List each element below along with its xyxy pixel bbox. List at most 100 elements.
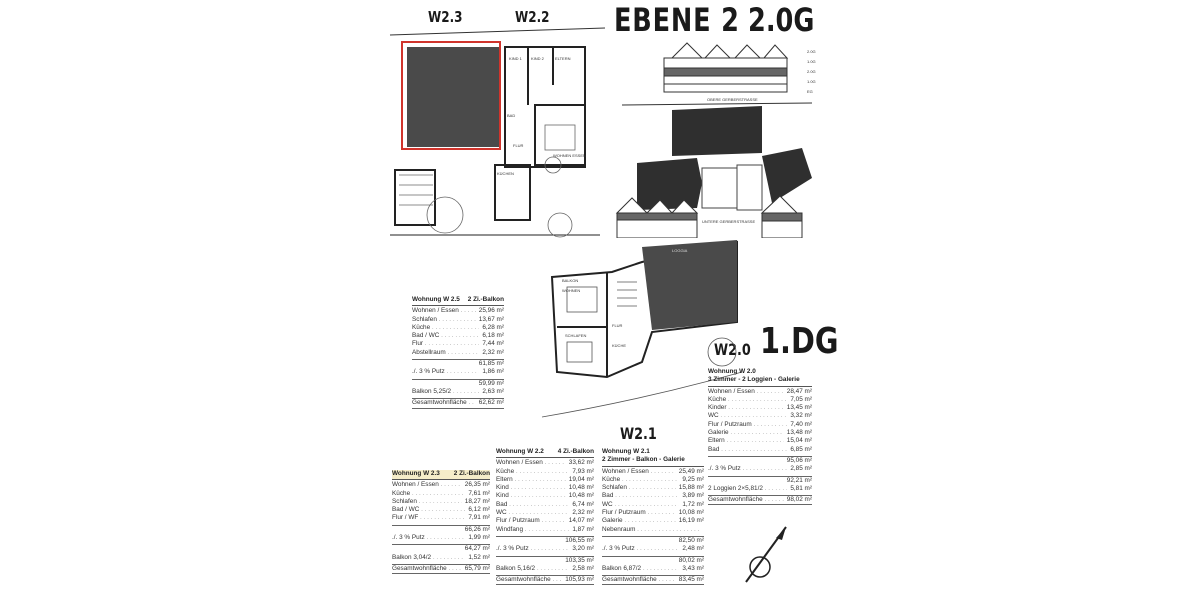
row-label: Flur [412, 340, 479, 348]
row-value: 14,07 m² [568, 517, 594, 525]
row-label: WC [602, 501, 679, 509]
subtotal: 95,06 m² [786, 456, 812, 464]
row-value: 62,62 m² [478, 399, 504, 407]
table-row: Wohnen / Essen28,47 m² [708, 388, 812, 396]
divider [602, 535, 704, 537]
row-value: 7,05 m² [790, 395, 812, 403]
subtotal: 66,26 m² [464, 525, 490, 533]
row-label: Bad [708, 446, 787, 454]
table-row: Flur7,44 m² [412, 340, 504, 348]
table-row: Bad / WC6,12 m² [392, 506, 490, 514]
table-row: Eltern15,04 m² [708, 437, 812, 445]
row-value: 7,44 m² [482, 340, 504, 348]
plan-label-bad: BAD [507, 113, 515, 118]
row-label: WC [708, 412, 787, 420]
table-row: Nebenraum [602, 526, 704, 534]
balkon-row: Balkon 5,25/22,63 m² [412, 388, 504, 396]
table-row: Wohnen / Essen25,49 m² [602, 468, 704, 476]
row-value: 3,20 m² [572, 545, 594, 553]
putz-deduction-row: ./. 3 % Putz1,86 m² [412, 368, 504, 376]
row-value: 1,72 m² [682, 500, 704, 508]
plan-label-balkon: BALKON [562, 278, 578, 283]
row-value: 10,08 m² [678, 509, 704, 517]
floor-plan-upper: KIND 1 KIND 2 ELTERN BAD FLUR WOHNEN ESS… [389, 27, 606, 238]
table-title: Wohnung W 2.1 [602, 448, 650, 455]
row-label: Küche [496, 468, 569, 476]
row-value: 1,52 m² [468, 553, 490, 561]
balkon-row: Balkon 3,04/21,52 m² [392, 554, 490, 562]
level-title: EBENE 2 [614, 1, 740, 39]
table-row: Schlafen15,88 m² [602, 484, 704, 492]
divider [496, 555, 594, 557]
row-value: 2,32 m² [482, 348, 504, 356]
row-value: 65,79 m² [464, 564, 490, 572]
table-title: Wohnung W 2.0 [708, 368, 756, 375]
row-label: Eltern [496, 476, 566, 484]
subtotal-after-putz: 103,35 m² [565, 556, 594, 564]
table-title: Wohnung W 2.5 [412, 296, 460, 303]
table-row: Wohnen / Essen26,35 m² [392, 481, 490, 489]
row-value: 2,85 m² [790, 465, 812, 473]
total-row: Gesamtwohnfläche98,02 m² [708, 495, 812, 506]
row-label: Schlafen [392, 498, 462, 506]
total-row: Gesamtwohnfläche105,93 m² [496, 575, 594, 586]
row-value: 6,85 m² [790, 445, 812, 453]
table-row: Wohnen / Essen25,96 m² [412, 307, 504, 315]
plan-label-kind1: KIND 1 [509, 56, 523, 61]
divider [708, 455, 812, 457]
row-value: 3,43 m² [682, 564, 704, 572]
row-label: Schlafen [602, 484, 676, 492]
row-label: Windfang [496, 526, 569, 534]
plan-label-kueche: KÜCHE [612, 343, 626, 348]
table-title: Wohnung W 2.3 [392, 470, 440, 477]
table-row: Flur / Putzraum10,08 m² [602, 509, 704, 517]
total-row: Gesamtwohnfläche83,45 m² [602, 575, 704, 586]
row-label: Schlafen [412, 316, 476, 324]
plan-label-wohnen-essen: WOHNEN ESSEN [553, 153, 586, 158]
table-row: Flur / WF7,91 m² [392, 514, 490, 522]
table-row: Bad6,74 m² [496, 501, 594, 509]
row-label: Küche [602, 476, 679, 484]
level-mark: EG [807, 89, 813, 94]
row-value: 16,19 m² [678, 517, 704, 525]
row-label: Wohnen / Essen [392, 481, 462, 489]
row-label: Bad / WC [392, 506, 465, 514]
table-row: WC3,32 m² [708, 412, 812, 420]
street-bottom: UNTERE GERBERSTRASSE [702, 219, 755, 224]
table-apartment-type: 2 Zimmer - Balkon - Galerie [602, 456, 685, 464]
row-value: 19,04 m² [568, 475, 594, 483]
row-value: 13,45 m² [786, 404, 812, 412]
row-value: 9,25 m² [682, 475, 704, 483]
street-top: OBERE GERBERSTRASSE [707, 97, 758, 102]
row-value: 25,96 m² [478, 307, 504, 315]
row-value: 83,45 m² [678, 576, 704, 584]
row-label: Wohnen / Essen [412, 307, 476, 315]
table-row: Flur / Putzraum7,40 m² [708, 421, 812, 429]
row-value: 3,32 m² [790, 412, 812, 420]
table-row: Küche9,25 m² [602, 476, 704, 484]
table-row: Kinder13,45 m² [708, 404, 812, 412]
row-label: Kind [496, 492, 566, 500]
level-mark: 1.0G [807, 59, 816, 64]
row-label: Küche [708, 396, 787, 404]
unit-w23-highlight [401, 41, 501, 150]
table-row: Abstellraum2,32 m² [412, 349, 504, 357]
table-row: Bad3,89 m² [602, 492, 704, 500]
row-label: Balkon 5,25/2 [412, 388, 479, 396]
row-label: Küche [392, 490, 465, 498]
row-label: Flur / WF [392, 514, 465, 522]
row-value: 25,49 m² [678, 467, 704, 475]
table-row: Galerie16,19 m² [602, 517, 704, 525]
level-mark: 2.0G [807, 49, 816, 54]
subtotal: 106,55 m² [565, 536, 594, 544]
table-row: WC2,32 m² [496, 509, 594, 517]
row-value: 15,88 m² [678, 484, 704, 492]
total-row: Gesamtwohnfläche65,79 m² [392, 563, 490, 575]
north-arrow-icon [745, 526, 787, 583]
floor-plan-lower: BALKON LOGGIA WOHNEN FLUR SCHLAFEN KÜCHE [541, 240, 743, 418]
